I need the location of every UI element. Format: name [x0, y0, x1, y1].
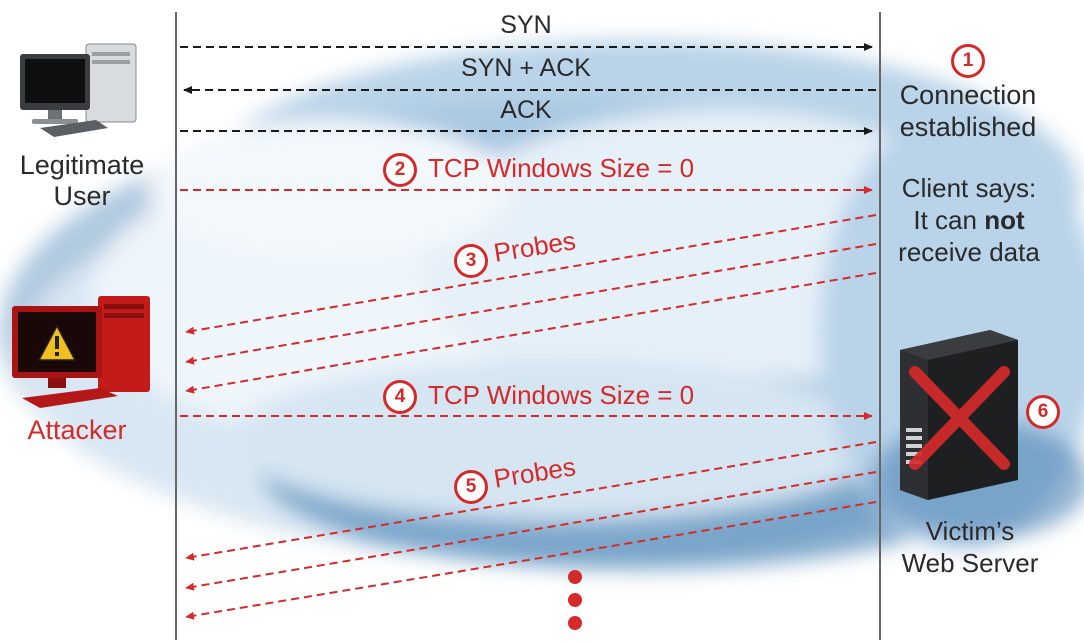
client-note-line2: It can not [884, 207, 1054, 233]
client-note-emphasis: not [984, 205, 1025, 235]
legitimate-user-label-line1: Legitimate [19, 150, 145, 180]
step-6-badge: 6 [1026, 395, 1060, 429]
syn-ack-label: SYN + ACK [461, 54, 591, 82]
attacker-label: Attacker [27, 415, 127, 445]
victim-server-label-line2: Web Server [901, 548, 1039, 578]
computer-icon [20, 43, 137, 137]
client-note-line3: receive data [898, 237, 1040, 267]
connection-note-line2: established [899, 112, 1037, 142]
victim-server-label-line1: Victim’s [925, 516, 1015, 546]
x-mark-icon [909, 366, 1010, 470]
legitimate-user-label-line2: User [53, 181, 111, 211]
step-5-badge: 5 [454, 470, 488, 504]
step-2-badge: 2 [383, 153, 417, 187]
step-1-badge: 1 [951, 44, 985, 78]
step-3-badge: 3 [454, 244, 488, 278]
step-2-label: TCP Windows Size = 0 [428, 153, 695, 183]
client-note-prefix: It can [913, 205, 985, 235]
connection-note-line1: Connection [899, 80, 1037, 110]
client-note-line1: Client says: [901, 173, 1037, 203]
warning-computer-icon [12, 296, 150, 408]
ack-label: ACK [500, 96, 552, 124]
continuation-dots [568, 570, 582, 630]
syn-label: SYN [500, 11, 552, 39]
step-4-label: TCP Windows Size = 0 [428, 380, 695, 410]
step-4-badge: 4 [383, 380, 417, 414]
